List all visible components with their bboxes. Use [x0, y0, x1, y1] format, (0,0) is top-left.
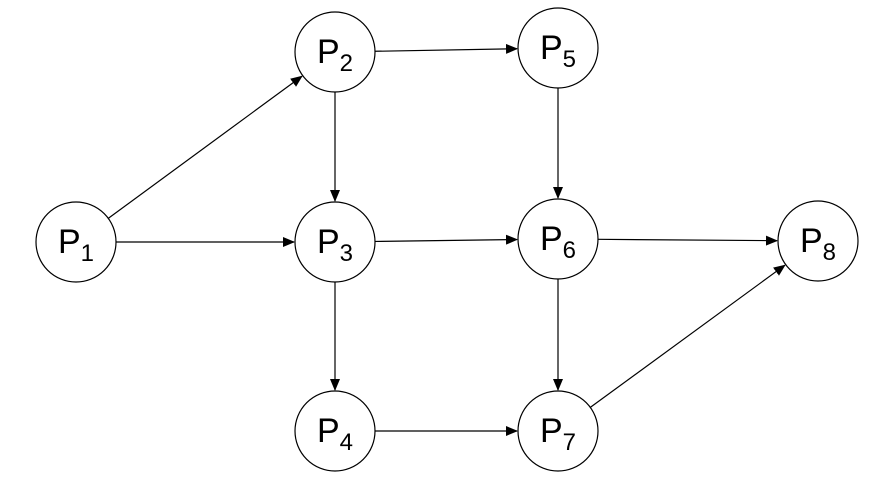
- node-circle: [294, 201, 376, 283]
- node-label-letter: P: [317, 412, 340, 450]
- node-label: P4: [317, 412, 353, 456]
- node-label: P3: [317, 223, 353, 267]
- node-circle: [517, 390, 599, 472]
- node-label-letter: P: [317, 33, 340, 71]
- node-label-subscript: 4: [340, 429, 353, 456]
- node-label-letter: P: [540, 220, 563, 258]
- node-circle: [517, 198, 599, 280]
- edges-layer: [107, 43, 786, 436]
- node-label-subscript: 2: [340, 50, 353, 77]
- node-p7: P7: [517, 390, 599, 472]
- edge-p6-to-p8: [597, 235, 779, 246]
- node-circle: [517, 7, 599, 89]
- node-circle: [35, 201, 117, 283]
- node-p6: P6: [517, 198, 599, 280]
- edge-p2-to-p5: [374, 43, 519, 54]
- node-p3: P3: [294, 201, 376, 283]
- node-circle: [294, 11, 376, 93]
- node-p2: P2: [294, 11, 376, 93]
- node-label-subscript: 7: [563, 429, 576, 456]
- node-label-subscript: 5: [563, 46, 576, 73]
- node-label: P8: [800, 222, 836, 266]
- node-label: P7: [540, 412, 576, 456]
- edge-p3-to-p6: [374, 234, 519, 245]
- node-p8: P8: [777, 200, 859, 282]
- node-p4: P4: [294, 390, 376, 472]
- node-label-letter: P: [540, 29, 563, 67]
- node-label-letter: P: [58, 223, 81, 261]
- edge-p7-to-p8: [589, 264, 786, 408]
- node-label-subscript: 1: [81, 240, 94, 267]
- node-label-subscript: 3: [340, 240, 353, 267]
- node-p5: P5: [517, 7, 599, 89]
- node-label-letter: P: [540, 412, 563, 450]
- edge-p1-to-p2: [107, 75, 303, 219]
- node-label: P6: [540, 220, 576, 264]
- node-label: P2: [317, 33, 353, 77]
- node-label-subscript: 6: [563, 237, 576, 264]
- node-circle: [294, 390, 376, 472]
- node-label-letter: P: [800, 222, 823, 260]
- node-label: P5: [540, 29, 576, 73]
- node-p1: P1: [35, 201, 117, 283]
- node-label: P1: [58, 223, 94, 267]
- node-label-subscript: 8: [823, 239, 836, 266]
- node-label-letter: P: [317, 223, 340, 261]
- node-circle: [777, 200, 859, 282]
